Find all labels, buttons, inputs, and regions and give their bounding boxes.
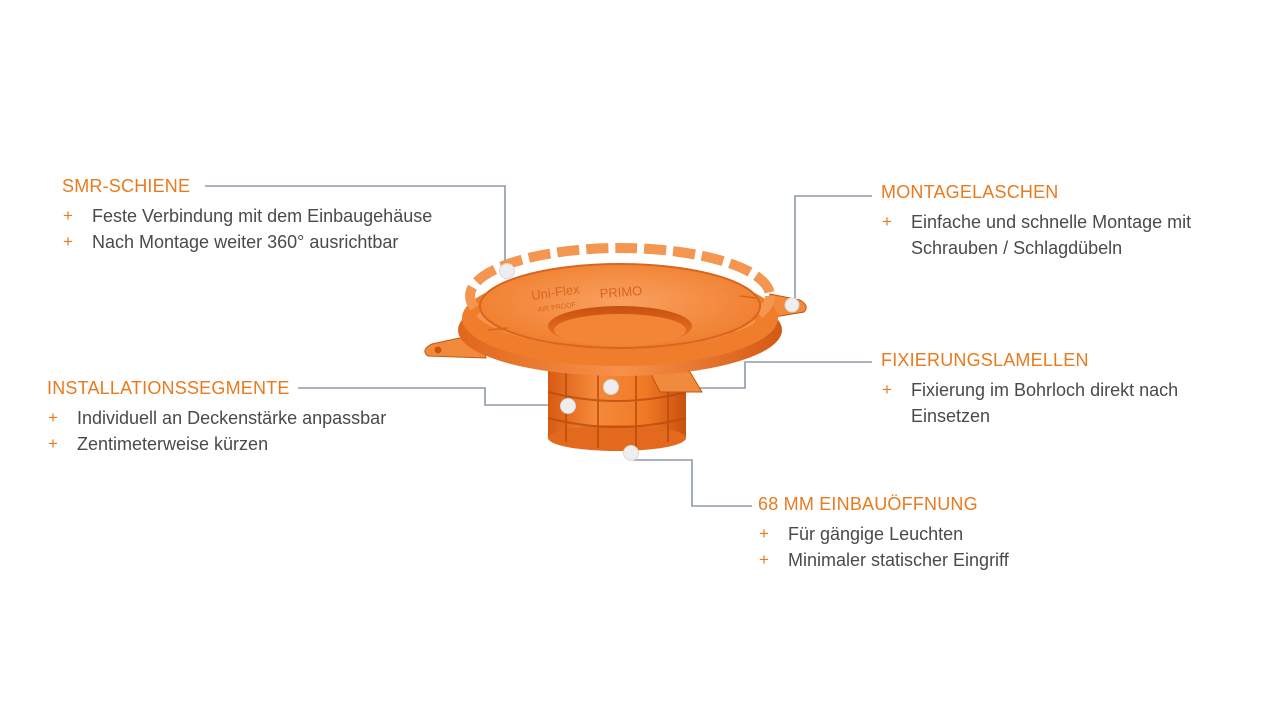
product-image: Uni-Flex AIR PROOF PRIMO — [424, 243, 807, 451]
list-item-text: Schrauben / Schlagdübeln — [911, 238, 1123, 258]
callout-title: 68 MM EINBAUÖFFNUNG — [758, 494, 978, 514]
callout-title: FIXIERUNGSLAMELLEN — [881, 350, 1089, 370]
feature-list: + Individuell an Deckenstärke anpassbar +… — [47, 405, 386, 457]
callout-title: MONTAGELASCHEN — [881, 182, 1059, 202]
list-item-text: Für gängige Leuchten — [788, 524, 964, 544]
ring-text-left: Uni-Flex — [530, 281, 581, 303]
callout-einbauoeffnung: 68 MM EINBAUÖFFNUNG + Für gängige Leuchte… — [758, 494, 1009, 573]
list-item: + Nach Montage weiter 360° ausrichtbar — [62, 229, 432, 255]
list-item-text: Individuell an Deckenstärke anpassbar — [77, 408, 387, 428]
callout-montagelaschen: MONTAGELASCHEN + Einfache und schnelle Mo… — [881, 182, 1191, 261]
list-item: + Feste Verbindung mit dem Einbaugehäuse — [62, 203, 432, 229]
list-item: + Individuell an Deckenstärke anpassbar — [47, 405, 386, 431]
ring-text-right: PRIMO — [599, 283, 643, 301]
feature-list: + Einfache und schnelle Montage mit Schra… — [881, 209, 1191, 261]
plus-icon: + — [759, 524, 769, 543]
plus-icon: + — [759, 550, 769, 569]
marker-smr — [499, 263, 515, 279]
list-item: + Für gängige Leuchten — [758, 521, 1009, 547]
plus-icon: + — [63, 232, 73, 251]
list-item-text: Einsetzen — [911, 406, 991, 426]
marker-dots — [499, 263, 800, 461]
list-item: + Minimaler statischer Eingriff — [758, 547, 1009, 573]
list-item: + Fixierung im Bohrloch direkt nach — [881, 377, 1178, 403]
marker-montage — [784, 297, 800, 313]
callout-title: SMR-SCHIENE — [62, 176, 191, 196]
plus-icon: + — [63, 206, 73, 225]
leader-montage — [794, 195, 872, 303]
list-item: + Einfache und schnelle Montage mit — [881, 209, 1191, 235]
plus-icon: + — [882, 380, 892, 399]
list-item-text: Minimaler statischer Eingriff — [788, 550, 1009, 570]
callout-installationssegmente: INSTALLATIONSSEGMENTE + Individuell an De… — [47, 378, 386, 457]
leader-smr — [205, 185, 506, 270]
leader-opening — [632, 459, 752, 507]
plus-icon: + — [882, 212, 892, 231]
leader-lines — [205, 185, 872, 507]
callout-fixierungslamellen: FIXIERUNGSLAMELLEN + Fixierung im Bohrloc… — [881, 350, 1178, 429]
marker-install — [560, 398, 576, 414]
list-item: + Zentimeterweise kürzen — [47, 431, 386, 457]
feature-list: + Für gängige Leuchten + Minimaler statisc… — [758, 521, 1009, 573]
marker-opening — [623, 445, 639, 461]
list-item: Einsetzen — [881, 403, 1178, 429]
list-item-text: Einfache und schnelle Montage mit — [911, 212, 1192, 232]
list-item: Schrauben / Schlagdübeln — [881, 235, 1191, 261]
callout-title: INSTALLATIONSSEGMENTE — [47, 378, 290, 398]
plus-icon: + — [48, 408, 58, 427]
plus-icon: + — [48, 434, 58, 453]
list-item-text: Feste Verbindung mit dem Einbaugehäuse — [92, 206, 433, 226]
list-item-text: Fixierung im Bohrloch direkt nach — [911, 380, 1179, 400]
list-item-text: Zentimeterweise kürzen — [77, 434, 269, 454]
callout-smr-schiene: SMR-SCHIENE + Feste Verbindung mit dem Ei… — [62, 176, 432, 255]
list-item-text: Nach Montage weiter 360° ausrichtbar — [92, 232, 399, 252]
leader-install — [298, 387, 568, 406]
marker-fixierung — [603, 379, 619, 395]
feature-list: +Feste Verbindung mit dem Einbaugehäuse … — [62, 203, 432, 255]
feature-list: + Fixierung im Bohrloch direkt nach Einse… — [881, 377, 1178, 429]
